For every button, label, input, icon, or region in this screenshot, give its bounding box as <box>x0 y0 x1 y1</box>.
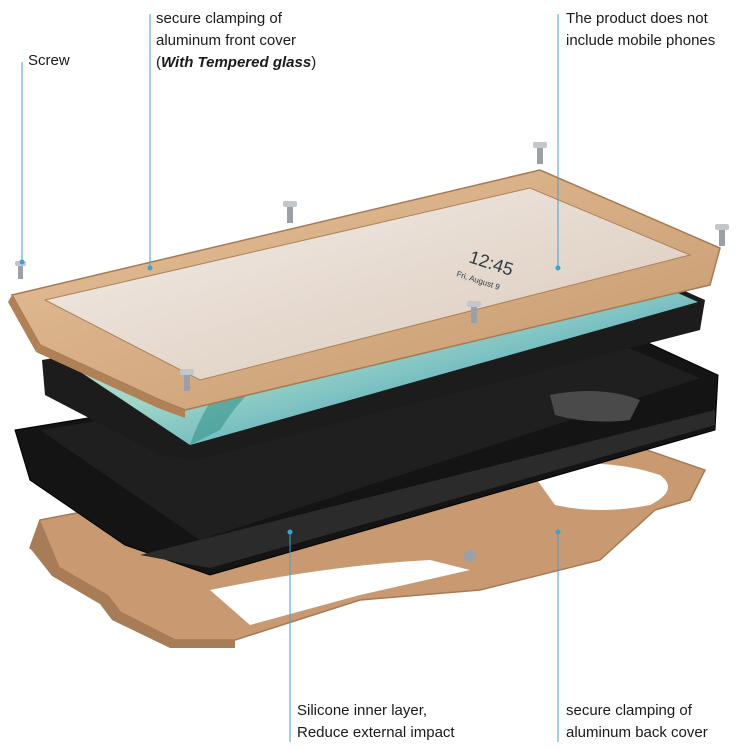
no-phone-label: The product does not include mobile phon… <box>566 8 715 52</box>
front-cover-label-line3: (With Tempered glass) <box>156 52 316 74</box>
paren-open: ( <box>156 54 161 71</box>
back-cover-label-line2: aluminum back cover <box>566 724 708 741</box>
front-cover-frame <box>8 169 721 418</box>
silicone-label-line2: Reduce external impact <box>297 724 455 741</box>
screw-label-text: Screw <box>28 52 70 69</box>
screw-icon <box>464 550 476 562</box>
screw-icon <box>180 369 194 391</box>
paren-close: ) <box>311 54 317 71</box>
silicone-label-line1: Silicone inner layer, <box>297 702 428 719</box>
leader-dots <box>19 259 561 535</box>
screw-icon <box>467 301 481 323</box>
screw-icon <box>715 224 729 246</box>
back-cover-label-line1: secure clamping of <box>566 702 692 719</box>
tempered-glass-note: With Tempered glass <box>161 54 312 71</box>
front-cover-label: secure clamping of aluminum front cover … <box>156 8 316 74</box>
screw-icon <box>533 142 547 164</box>
silicone-label: Silicone inner layer, Reduce external im… <box>297 700 455 744</box>
screw-label: Screw <box>28 50 70 72</box>
back-cover-label: secure clamping of aluminum back cover <box>566 700 708 744</box>
silicone-inner-layer <box>14 329 719 576</box>
front-cover-label-line2: aluminum front cover <box>156 32 297 49</box>
tempered-glass <box>43 187 692 381</box>
leader-lines <box>21 14 559 742</box>
no-phone-label-line2: include mobile phones <box>566 32 716 49</box>
screw-icon <box>283 201 297 223</box>
no-phone-label-line1: The product does not <box>566 10 708 27</box>
front-cover-label-line1: secure clamping of <box>156 10 282 27</box>
